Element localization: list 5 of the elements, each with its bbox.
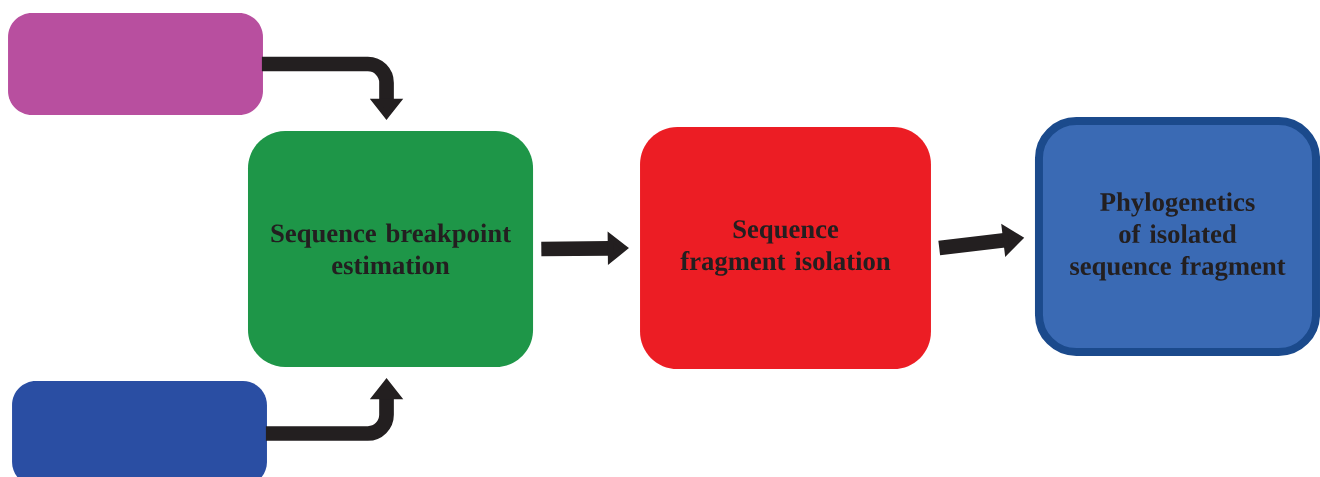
process-box: Phylogenetics of isolated sequence fragment [1034, 117, 1320, 356]
process-box: Sequence fragment isolation [640, 127, 931, 369]
box [12, 380, 267, 477]
box [8, 13, 263, 115]
process-box: Sequence breakpoint estimation [248, 131, 534, 367]
